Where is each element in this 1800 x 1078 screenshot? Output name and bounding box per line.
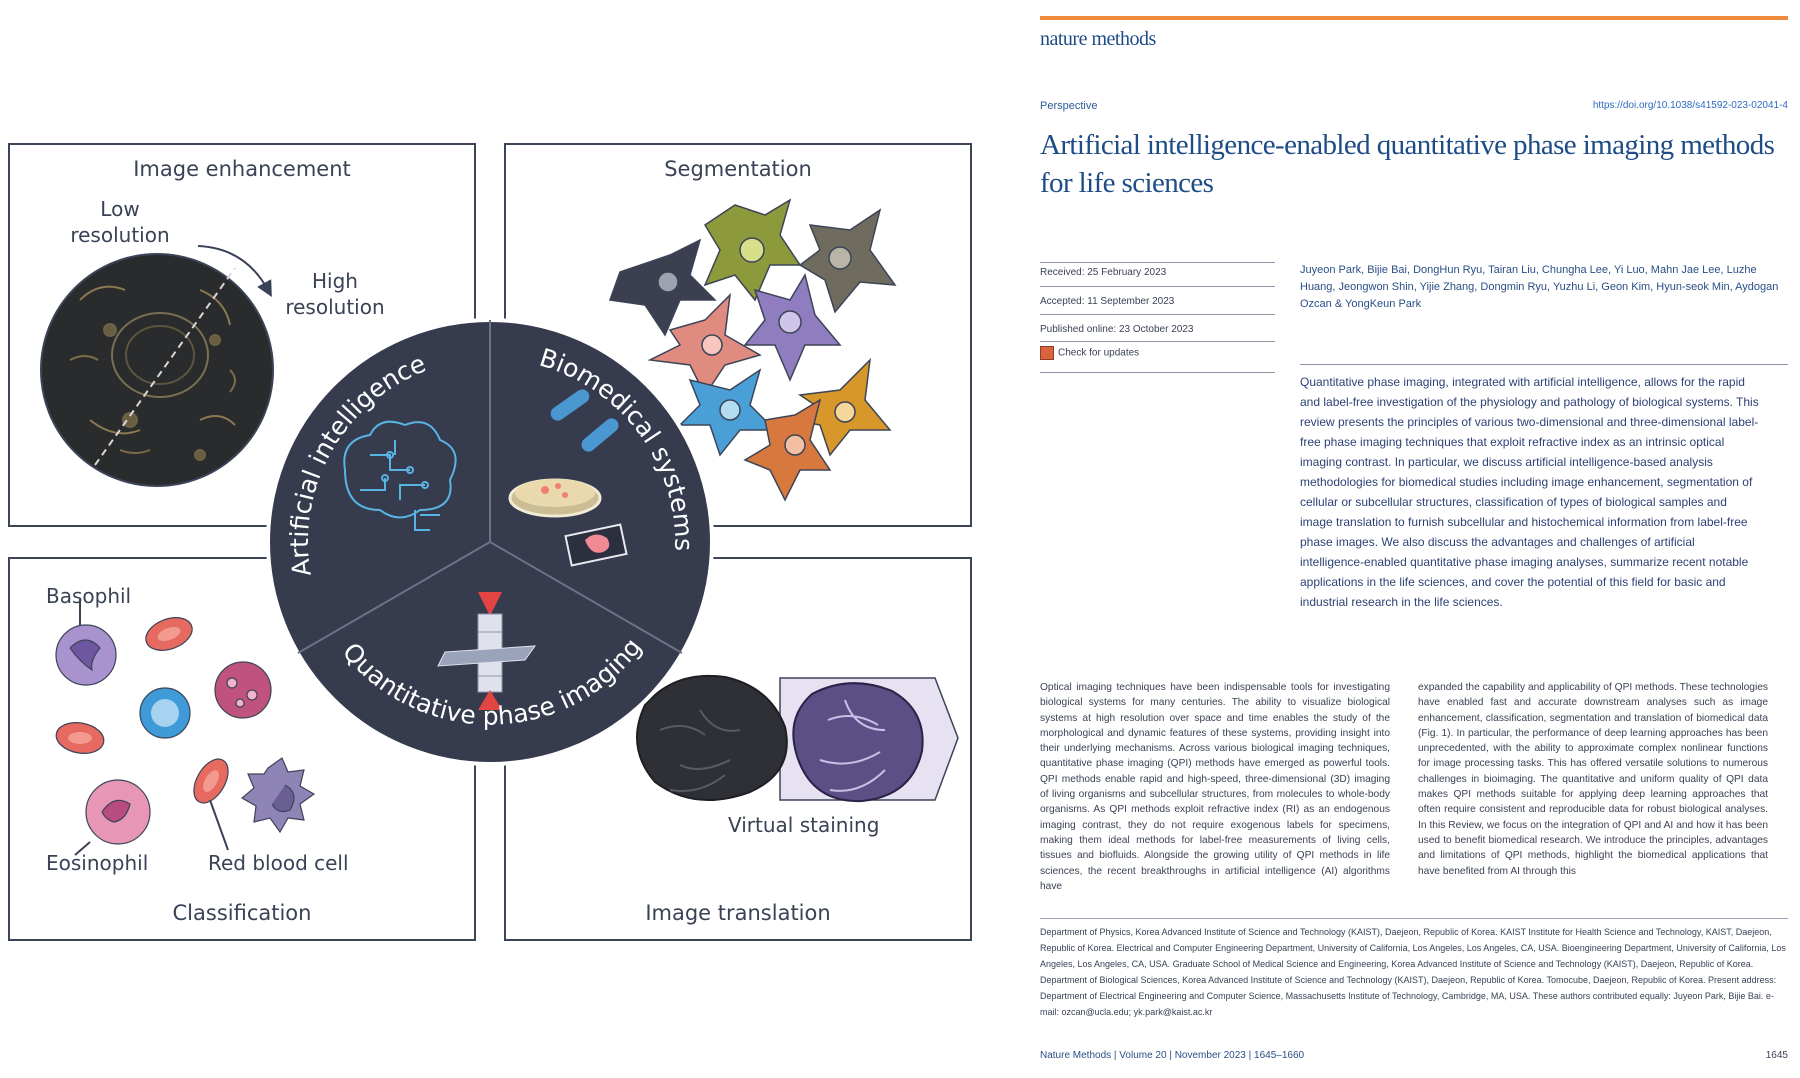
divider [1040,341,1275,342]
paper-page: nature methods Perspective https://doi.o… [1040,0,1800,1078]
label-low-resolution: Low resolution [70,197,170,247]
journal-name: nature methods [1040,28,1156,50]
published-date: Published online: 23 October 2023 [1040,324,1194,335]
divider [1300,364,1788,365]
author-list: Juyeon Park, Bijie Bai, DongHun Ryu, Tai… [1300,264,1779,310]
panel-title-segmentation: Segmentation [664,157,812,181]
journal-footer: Nature Methods | Volume 20 | November 20… [1040,1050,1305,1061]
divider [1040,918,1788,919]
label-basophil: Basophil [46,584,132,608]
panel-title-classification: Classification [172,901,312,925]
label-high-resolution: High resolution [285,269,385,319]
check-updates-button[interactable]: Check for updates [1040,346,1139,360]
panel-classification: Classification [8,557,476,941]
doi-link[interactable]: https://doi.org/10.1038/s41592-023-02041… [1592,100,1788,111]
label-eosinophil: Eosinophil [46,851,149,875]
label-virtual-staining: Virtual staining [728,813,880,837]
received-date: Received: 25 February 2023 [1040,267,1167,278]
check-updates-label: Check for updates [1058,347,1140,359]
figure: Image enhancement Low resolution High re… [8,143,972,941]
label-red-blood-cell: Red blood cell [208,851,349,875]
page-number: 1645 [1765,1050,1788,1061]
panel-image-translation: Image translation [504,557,972,941]
divider [1040,372,1275,373]
panel-segmentation: Segmentation [504,143,972,527]
body-text-left: Optical imaging techniques have been ind… [1040,682,1390,892]
body-text-right: expanded the capability and applicabilit… [1418,682,1768,877]
paper-title: Artificial intelligence-enabled quantita… [1040,129,1775,199]
article-type: Perspective [1040,100,1098,112]
accent-bar [1040,16,1788,20]
divider [1040,262,1275,263]
panel-title-image-enhancement: Image enhancement [133,157,351,181]
panel-title-image-translation: Image translation [645,901,831,925]
check-updates-icon [1040,346,1054,360]
accepted-date: Accepted: 11 September 2023 [1040,296,1175,307]
divider [1040,314,1275,315]
divider [1040,286,1275,287]
abstract: Quantitative phase imaging, integrated w… [1300,375,1759,609]
affiliations-footnote: Department of Physics, Korea Advanced In… [1040,927,1786,1017]
